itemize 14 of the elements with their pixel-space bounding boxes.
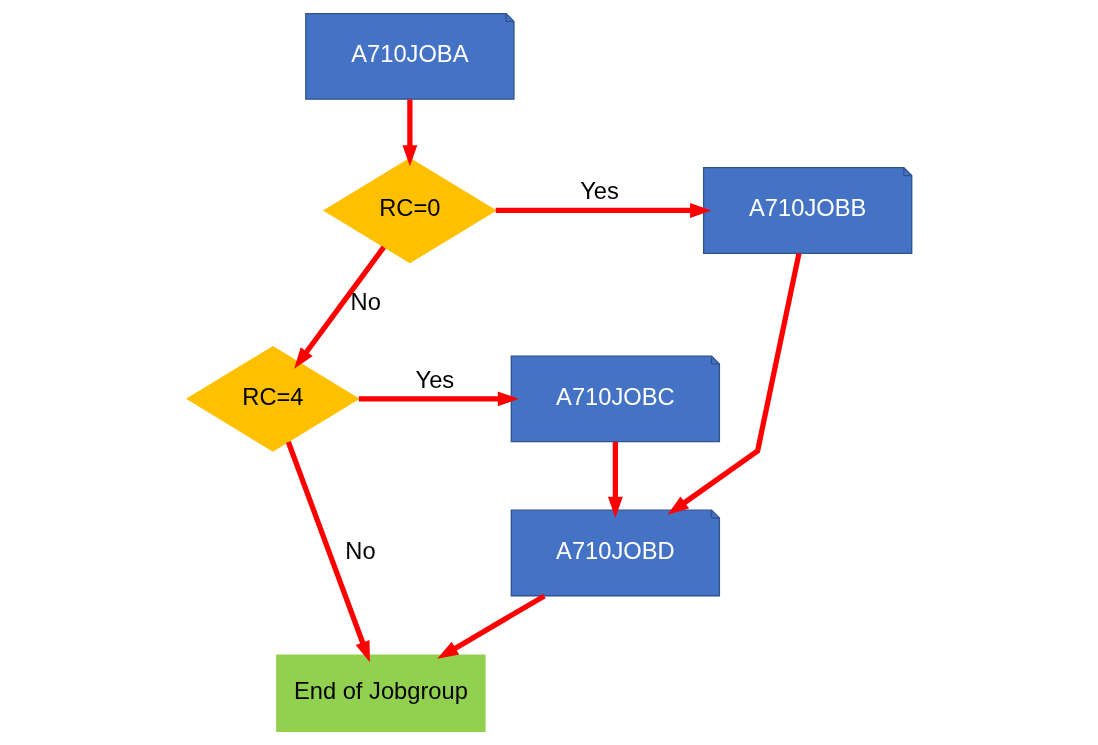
arrow — [607, 441, 623, 518]
arrow — [436, 593, 546, 659]
edge-label: No — [350, 289, 381, 316]
arrow — [667, 252, 802, 515]
node-diamond: RC=0 — [322, 157, 497, 264]
edge-label: Yes — [579, 178, 619, 205]
arrow — [285, 441, 370, 663]
arrow — [495, 203, 711, 218]
arrow — [401, 99, 417, 167]
node-box: End of Jobgroup — [275, 654, 486, 733]
edge-label: No — [344, 537, 376, 564]
arrow — [358, 391, 519, 407]
arrow — [293, 245, 386, 369]
edge-label: Yes — [415, 366, 454, 393]
